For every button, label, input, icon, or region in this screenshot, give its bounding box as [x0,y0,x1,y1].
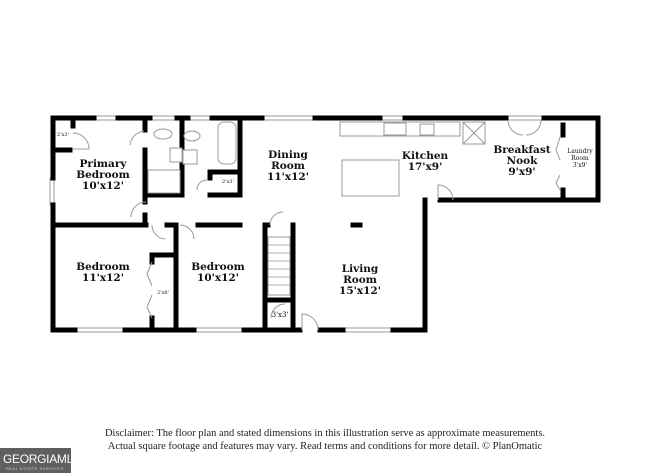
room-name: Room [571,155,589,162]
room-name: Bedroom [191,261,245,273]
door-swing [270,303,286,319]
room-size: 11'x12' [267,171,309,183]
closet-size: 2'x3' [57,132,69,138]
door-swing [196,179,209,191]
georgia-mls-logo: GEORGIAMLS REAL ESTATE SERVICES [0,448,81,473]
room-size: 15'x12' [339,285,381,297]
room-name: Dining [268,149,308,161]
closet-size: 2'x8' [157,290,169,296]
disclaimer: Disclaimer: The floor plan and stated di… [0,427,650,453]
room-name: Bedroom [76,261,130,273]
bifold-door [555,174,561,191]
room-name: Breakfast [493,144,550,156]
door-swing [301,313,319,331]
door-swing [269,211,284,226]
kitchen-island [341,159,400,197]
toilet-icon-2 [183,130,201,142]
fixtures [147,121,486,296]
room-size: 3'x9' [573,162,588,169]
door-swing [437,184,454,201]
door-swing [151,224,166,240]
bathtub-icon [217,121,237,165]
vanity-icon [169,147,183,163]
room-labels: Primary Bedroom 10'x12' 2'x3' 2'x3' Dini… [57,132,593,319]
door-swing [130,201,147,218]
room-name: Bedroom [76,169,130,181]
door-swing [129,130,145,146]
bifold-door [146,294,153,319]
sink-icon [383,122,407,136]
room-name: Room [271,160,305,172]
walls [50,115,601,333]
door-swing [507,119,542,136]
room-name: Room [343,274,377,286]
room-name: Nook [507,155,539,167]
logo-text: GEORGIAMLS [3,452,81,466]
disclaimer-line: Actual square footage and features may v… [107,441,543,452]
closet-size: 3'x3' [272,311,289,319]
bifold-door [146,261,153,287]
room-name: Laundry [567,148,593,155]
doors [72,119,561,331]
stair-steps [268,244,290,286]
closet-size: 2'x3' [222,179,234,185]
bifold-door [555,136,561,161]
shower-icon [147,169,181,194]
room-size: 9'x9' [508,166,535,178]
room-name: Primary [80,158,128,170]
door-swing [72,132,90,150]
toilet-icon [153,128,173,140]
logo-subtext: REAL ESTATE SERVICES [6,466,64,471]
room-size: 11'x12' [82,272,124,284]
vanity-icon-2 [182,149,198,165]
room-name: Living [342,263,379,275]
stairs-icon [267,236,291,296]
room-size: 10'x12' [82,180,124,192]
room-name: Kitchen [402,150,449,162]
disclaimer-line: Disclaimer: The floor plan and stated di… [104,428,546,439]
door-swing [179,224,195,240]
room-size: 10'x12' [197,272,239,284]
room-size: 17'x9' [408,161,443,173]
stove-icon [419,123,435,136]
